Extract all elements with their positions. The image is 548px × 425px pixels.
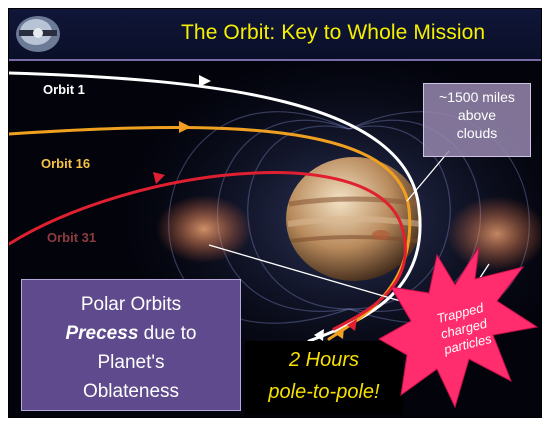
slide: The Orbit: Key to Whole Mission Orbit 1 … [8,8,542,418]
polar-line: Polar Orbits [80,294,182,315]
orbit-16-label: Orbit 16 [41,156,91,171]
title-divider [9,59,541,61]
altitude-line: above [457,107,497,123]
particles-pointer-left [208,244,422,308]
polar-orbits-callout: Polar Orbits Precess due to Planet's Obl… [21,279,241,411]
orbit-31-label: Orbit 31 [47,230,97,245]
altitude-callout: ~1500 miles above clouds [423,83,531,157]
polar-line: Precess due to [22,319,240,348]
orbit-1-label: Orbit 1 [43,82,85,97]
orbit-direction-arrows [153,75,357,341]
altitude-line: ~1500 miles [439,89,515,105]
aurora-left [156,195,252,263]
altitude-pointer [406,150,450,202]
starburst-shape [377,246,539,409]
slide-title: The Orbit: Key to Whole Mission [181,21,486,44]
polar-line: Planet's [97,352,165,373]
polar-line: Oblateness [82,381,180,402]
altitude-line: clouds [456,125,498,141]
polar-line-rest: due to [138,323,197,344]
aurora-right [447,196,541,272]
orbit-1-path [9,71,422,343]
title-bar [9,9,541,59]
orbit-paths [9,71,422,343]
hours-line: pole-to-pole! [268,381,380,403]
orbit-31-path [9,171,407,331]
spacecraft-logo-icon [16,16,60,52]
jupiter-planet [286,157,422,281]
precess-emphasis: Precess [65,323,139,344]
hours-line: 2 Hours [288,349,360,371]
pole-to-pole-callout: 2 Hours pole-to-pole! [245,341,403,415]
